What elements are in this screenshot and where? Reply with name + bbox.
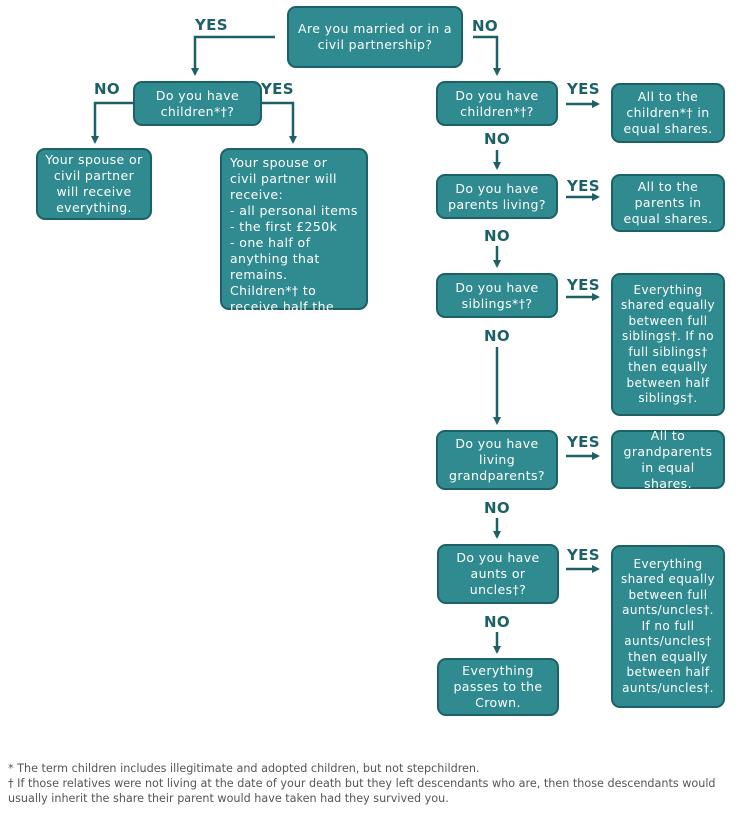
- label-grandparents-yes: YES: [567, 433, 600, 451]
- label-siblings-yes: YES: [567, 276, 600, 294]
- label-married-no: NO: [472, 17, 498, 35]
- result-parents: All to the parents in equal shares.: [611, 174, 725, 232]
- arrow-children-married-no: [91, 101, 133, 144]
- result-children: All to the children*† in equal shares.: [611, 83, 725, 143]
- label-parents-yes: YES: [567, 177, 600, 195]
- question-children-married: Do you have children*†?: [133, 81, 262, 126]
- label-children-yes: YES: [567, 80, 600, 98]
- label-children-married-no: NO: [94, 80, 120, 98]
- question-married: Are you married or in a civil partnershi…: [287, 6, 463, 68]
- question-siblings: Do you have siblings*†?: [436, 273, 558, 318]
- result-grandparents: All to grandparents in equal shares.: [611, 428, 725, 491]
- result-spouse-split: Your spouse or civil partner will receiv…: [220, 148, 368, 330]
- label-aunts-no: NO: [484, 613, 510, 631]
- result-aunts-uncles: Everything shared equally between full a…: [611, 545, 725, 708]
- question-parents: Do you have parents living?: [436, 174, 558, 219]
- label-children-no: NO: [484, 130, 510, 148]
- label-grandparents-no: NO: [484, 499, 510, 517]
- question-aunts-uncles: Do you have aunts or uncles†?: [437, 544, 559, 604]
- arrow-married-yes: [191, 35, 275, 76]
- arrow-married-no: [473, 35, 501, 76]
- footnote-children: * The term children includes illegitimat…: [8, 762, 480, 775]
- label-parents-no: NO: [484, 227, 510, 245]
- question-grandparents: Do you have living grandparents?: [436, 430, 558, 490]
- label-aunts-yes: YES: [567, 546, 600, 564]
- result-crown: Everything passes to the Crown.: [437, 658, 559, 716]
- label-siblings-no: NO: [484, 327, 510, 345]
- arrow-children-married-yes: [262, 101, 297, 144]
- footnote-descendants: † If those relatives were not living at …: [8, 777, 716, 805]
- label-children-married-yes: YES: [261, 80, 294, 98]
- result-spouse-everything: Your spouse or civil partner will receiv…: [36, 148, 152, 220]
- label-married-yes: YES: [195, 16, 228, 34]
- result-siblings: Everything shared equally between full s…: [611, 273, 725, 416]
- question-children: Do you have children*†?: [436, 81, 558, 126]
